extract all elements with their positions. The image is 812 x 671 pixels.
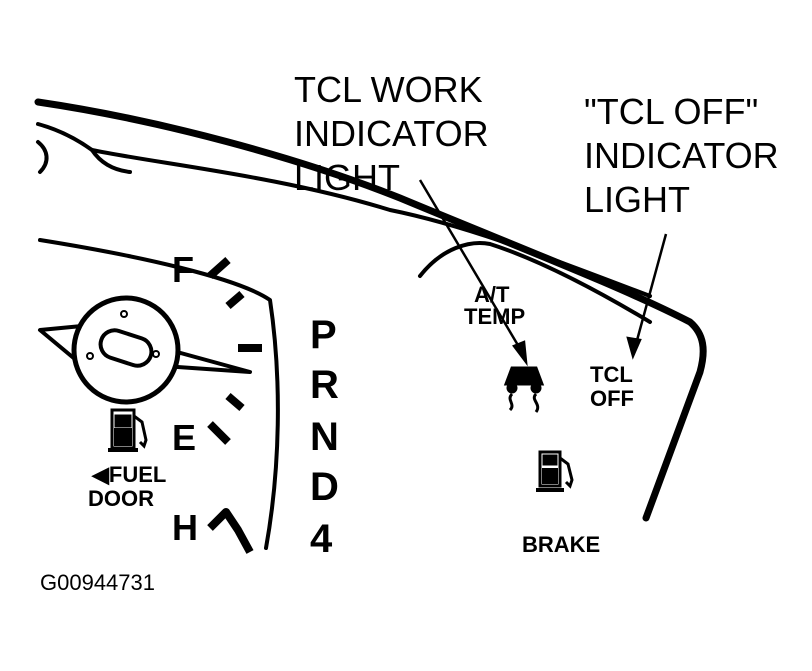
tick-full (207, 257, 231, 279)
callout-tcl-off-leader (626, 233, 668, 360)
fuel-door-label-1: ◀FUEL (91, 462, 166, 487)
car-wheel (506, 382, 518, 394)
cluster-outer-edge (34, 98, 707, 522)
temp-gauge: H (172, 507, 254, 554)
pump-hose (133, 414, 148, 449)
car-wheel (530, 382, 542, 394)
callout-tcl-work-leader (418, 179, 528, 367)
bezel-step (90, 148, 132, 174)
tcl-off-label-2: OFF (590, 386, 634, 411)
callout-tcl-work-line-3: LIGHT (294, 157, 400, 198)
fuel-pump-icon (108, 408, 148, 452)
gear-r: R (310, 363, 339, 407)
callout-tcl-work: TCL WORK INDICATOR LIGHT (294, 69, 528, 367)
pump-window (114, 414, 132, 428)
fuel-empty-label: E (172, 417, 196, 458)
leader-arrowhead (626, 336, 642, 360)
callout-tcl-off-line-3: LIGHT (584, 179, 690, 220)
tick-3-4 (225, 290, 245, 310)
skid-mark (508, 392, 514, 412)
leader-arrowhead (512, 340, 528, 367)
tick-empty (207, 421, 231, 445)
brake-label: BRAKE (522, 532, 600, 557)
fuel-full-label: F (172, 249, 194, 290)
warning-panel-arc (418, 241, 652, 324)
hub-dot (152, 350, 160, 358)
pump-hose (559, 456, 574, 489)
gear-n: N (310, 415, 339, 459)
fuel-door-label-2: DOOR (88, 486, 154, 511)
cluster-housing (34, 98, 707, 550)
skid-mark (532, 392, 540, 413)
callout-tcl-work-line-1: TCL WORK (294, 69, 483, 110)
pump-window (542, 454, 558, 466)
figure-id: G00944731 (40, 570, 155, 595)
fuel-gauge: F E ◀FUEL DOOR (38, 249, 262, 511)
hub-dot (86, 352, 94, 360)
leader-line (634, 233, 668, 345)
speedo-dial-arc (38, 238, 280, 550)
leader-line (418, 179, 524, 353)
callout-tcl-work-line-2: INDICATOR (294, 113, 489, 154)
gear-d: D (310, 465, 339, 509)
callout-tcl-off-line-2: INDICATOR (584, 135, 779, 176)
gear-4: 4 (310, 517, 333, 561)
pump-base (114, 428, 132, 446)
callout-tcl-off-line-1: "TCL OFF" (584, 91, 758, 132)
tick-1-4 (225, 392, 245, 412)
callout-tcl-off: "TCL OFF" INDICATOR LIGHT (584, 91, 779, 360)
car-body (503, 366, 545, 386)
tcl-off-label-1: TCL (590, 362, 633, 387)
hub-dot (120, 310, 128, 318)
gear-indicator: P R N D 4 (310, 313, 339, 561)
warning-lights: A/T TEMP TCL OFF BRAKE (464, 282, 634, 557)
skidding-car-icon (503, 366, 545, 413)
left-corner-mark (36, 140, 49, 174)
fuel-gauge-hub-slot (98, 328, 154, 368)
low-fuel-icon (536, 450, 574, 492)
pump-base (542, 468, 558, 484)
fuel-gauge-ticks (207, 257, 262, 445)
gear-p: P (310, 313, 337, 357)
cluster-inner-bezel (36, 122, 652, 298)
temp-hot-label: H (172, 507, 198, 548)
temp-hot-tick (207, 508, 254, 554)
